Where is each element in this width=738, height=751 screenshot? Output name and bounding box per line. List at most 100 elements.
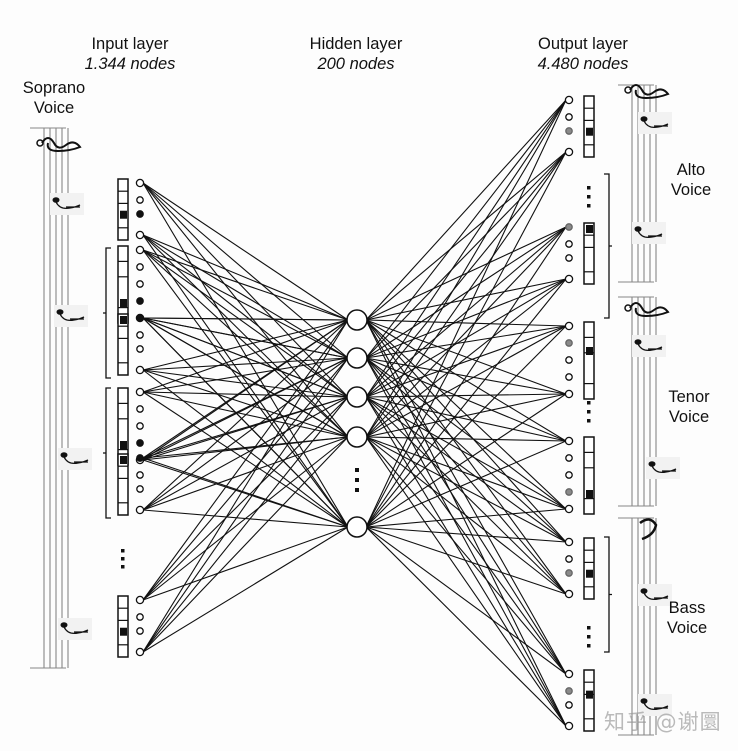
hidden-output-edge: [365, 319, 567, 442]
hidden-output-edge: [365, 226, 567, 438]
alto-staff: [618, 84, 672, 283]
input-hidden-edge: [142, 396, 349, 601]
note-icon: [55, 201, 81, 210]
input-hidden-edge: [142, 369, 349, 438]
hidden-output-edge: [365, 226, 567, 321]
group-bracket: [103, 387, 111, 519]
input-hidden-edge: [142, 182, 349, 359]
group-bracket: [604, 173, 612, 319]
output-active-cell: [586, 569, 593, 578]
input-hidden-edge: [142, 234, 349, 438]
input-node: [136, 297, 144, 305]
input-layer-title: Input layer: [91, 35, 169, 53]
input-hidden-edge: [142, 234, 349, 321]
hidden-output-edge: [365, 99, 567, 398]
input-hidden-edge: [142, 357, 349, 601]
output-node: [564, 721, 574, 731]
hidden-output-edge: [365, 278, 567, 398]
hidden-output-edge: [365, 526, 567, 543]
input-hidden-edge: [142, 357, 349, 511]
note-icon: [63, 626, 89, 635]
bass-voice-label: Bass Voice: [650, 598, 724, 638]
hidden-output-edge: [365, 393, 567, 438]
hidden-output-edge: [365, 325, 567, 438]
output-node: [564, 436, 574, 446]
output-node: [564, 147, 574, 157]
input-hidden-edge: [142, 319, 349, 459]
input-active-cell: [120, 210, 127, 219]
hidden-output-edge: [365, 319, 567, 395]
output-node: [564, 95, 574, 105]
note-bg: [50, 193, 84, 215]
input-node: [135, 178, 145, 188]
hidden-output-edge: [365, 226, 567, 398]
input-onehot-bar: [117, 178, 129, 241]
input-node: [136, 263, 144, 271]
hidden-output-edge: [365, 226, 567, 359]
input-onehot-bar: [117, 313, 129, 376]
hidden-output-edge: [365, 319, 567, 727]
output-node: [565, 555, 573, 563]
output-layer-node-count: 4.480 nodes: [537, 55, 629, 73]
output-node: [564, 537, 574, 547]
hidden-output-edge: [365, 151, 567, 359]
input-hidden-edge: [142, 317, 349, 398]
tenor-staff: [618, 296, 680, 507]
tenor-voice-label: Tenor Voice: [652, 387, 726, 427]
hidden-output-edge: [365, 508, 567, 528]
output-onehot-bar: [583, 669, 595, 732]
input-active-cell: [120, 316, 127, 324]
input-hidden-edge: [142, 182, 349, 528]
input-hidden-edge: [142, 396, 349, 511]
output-active-cell: [586, 347, 593, 355]
hidden-output-edge: [365, 151, 567, 438]
note-icon: [640, 588, 648, 594]
input-node: [136, 196, 144, 204]
output-node: [565, 454, 573, 462]
hidden-output-edge: [365, 151, 567, 321]
note-icon: [63, 456, 89, 465]
note-bg: [646, 457, 680, 479]
bass-staff: [618, 517, 672, 736]
hidden-output-edge: [365, 99, 567, 359]
input-hidden-edge: [142, 357, 349, 371]
input-node: [135, 595, 145, 605]
output-node: [565, 373, 573, 381]
note-icon: [52, 197, 60, 203]
hidden-output-edge: [365, 393, 567, 398]
ellipsis-dot: [355, 468, 359, 472]
input-hidden-edge: [142, 319, 349, 601]
hidden-output-edge: [365, 357, 567, 395]
note-bg: [638, 112, 672, 134]
input-hidden-edge: [142, 182, 349, 398]
tenor-label-line1: Tenor: [668, 388, 710, 406]
input-hidden-edge: [142, 436, 349, 459]
input-hidden-edge: [142, 319, 349, 393]
ellipsis-dot: [121, 565, 125, 569]
output-layer-label: Output layer 4.480 nodes: [513, 34, 653, 74]
hidden-output-edge: [365, 319, 567, 595]
input-node: [136, 314, 144, 322]
note-bg: [632, 222, 666, 244]
hidden-output-edge: [365, 526, 567, 595]
output-node: [564, 274, 574, 284]
input-node: [136, 471, 144, 479]
note-icon: [640, 698, 648, 704]
bass-clef-icon: [639, 518, 658, 541]
bass-label-line1: Bass: [668, 599, 706, 617]
input-node: [135, 647, 145, 657]
input-onehot-bar: [117, 245, 129, 324]
hidden-node: [346, 516, 368, 538]
hidden-output-edge: [365, 396, 567, 543]
treble-clef-icon: [629, 84, 670, 100]
output-node: [565, 113, 573, 121]
hidden-output-edge: [365, 526, 567, 727]
input-active-cell: [120, 627, 127, 636]
input-hidden-edge: [142, 369, 349, 398]
input-node: [136, 280, 144, 288]
output-node: [565, 240, 573, 248]
hidden-node: [346, 309, 368, 331]
input-hidden-edge: [142, 357, 349, 653]
input-layer-label: Input layer 1.344 nodes: [60, 34, 200, 74]
hidden-output-edge: [365, 436, 567, 442]
